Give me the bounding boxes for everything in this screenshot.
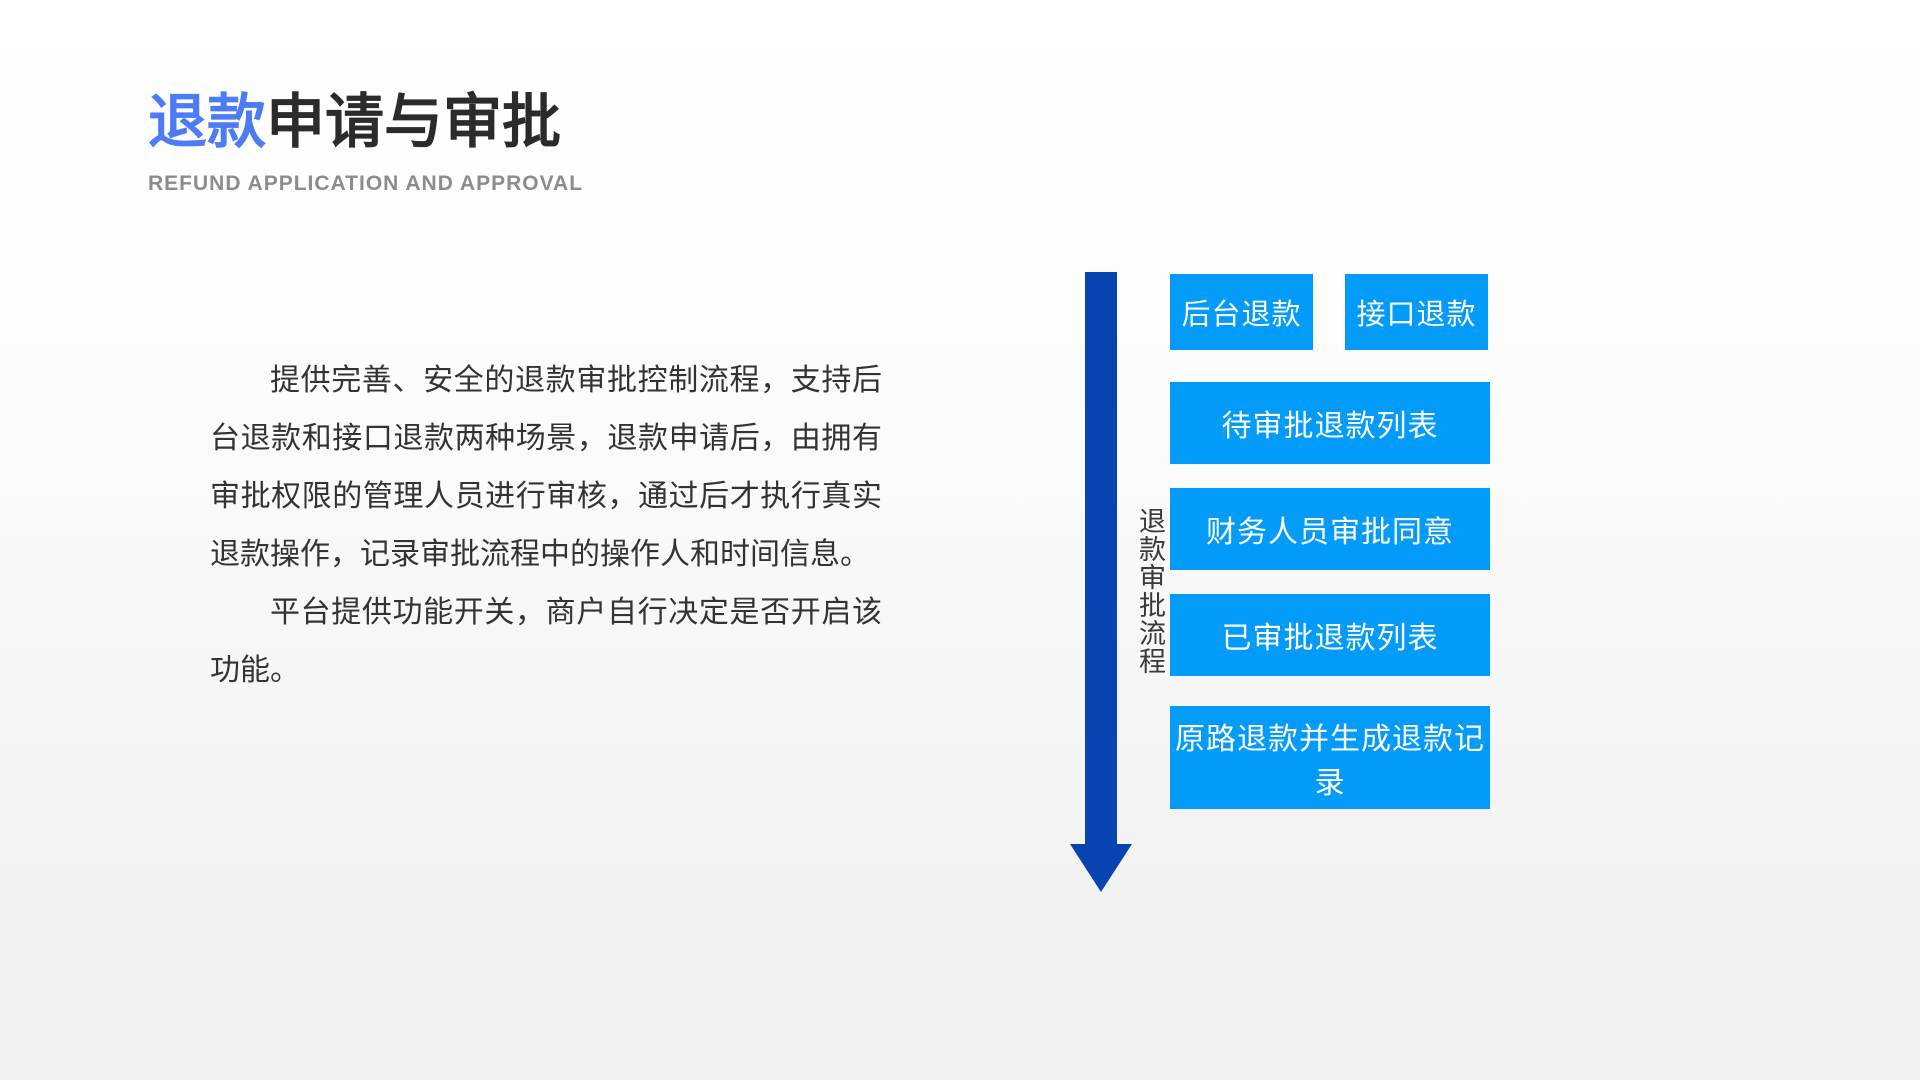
flow-box-api-refund[interactable]: 接口退款 — [1345, 274, 1488, 350]
flow-box-refund-record[interactable]: 原路退款并生成退款记录 — [1170, 706, 1490, 809]
flow-box-approved-list[interactable]: 已审批退款列表 — [1170, 594, 1490, 676]
flow-box-pending-list[interactable]: 待审批退款列表 — [1170, 382, 1490, 464]
page-title-rest: 申请与审批 — [266, 89, 562, 155]
flow-box-backend-refund[interactable]: 后台退款 — [1170, 274, 1313, 350]
down-arrow-icon — [1070, 272, 1132, 912]
description-paragraph-1: 提供完善、安全的退款审批控制流程，支持后台退款和接口退款两种场景，退款申请后，由… — [210, 363, 882, 572]
page-subtitle: REFUND APPLICATION AND APPROVAL — [148, 171, 584, 195]
page-title: 退款申请与审批 — [148, 89, 583, 155]
description-paragraph-2: 平台提供功能开关，商户自行决定是否开启该功能。 — [210, 595, 882, 688]
refund-flow-diagram: 退款审批流程 后台退款 接口退款 待审批退款列表 财务人员审批同意 已审批退款列… — [1070, 272, 1590, 912]
flow-axis-label: 退款审批流程 — [1134, 507, 1165, 675]
page-title-accent: 退款 — [148, 89, 267, 155]
page-header: 退款申请与审批 REFUND APPLICATION AND APPROVAL — [148, 89, 584, 196]
description-text: 提供完善、安全的退款审批控制流程，支持后台退款和接口退款两种场景，退款申请后，由… — [210, 352, 882, 700]
flow-box-finance-approve[interactable]: 财务人员审批同意 — [1170, 488, 1490, 570]
